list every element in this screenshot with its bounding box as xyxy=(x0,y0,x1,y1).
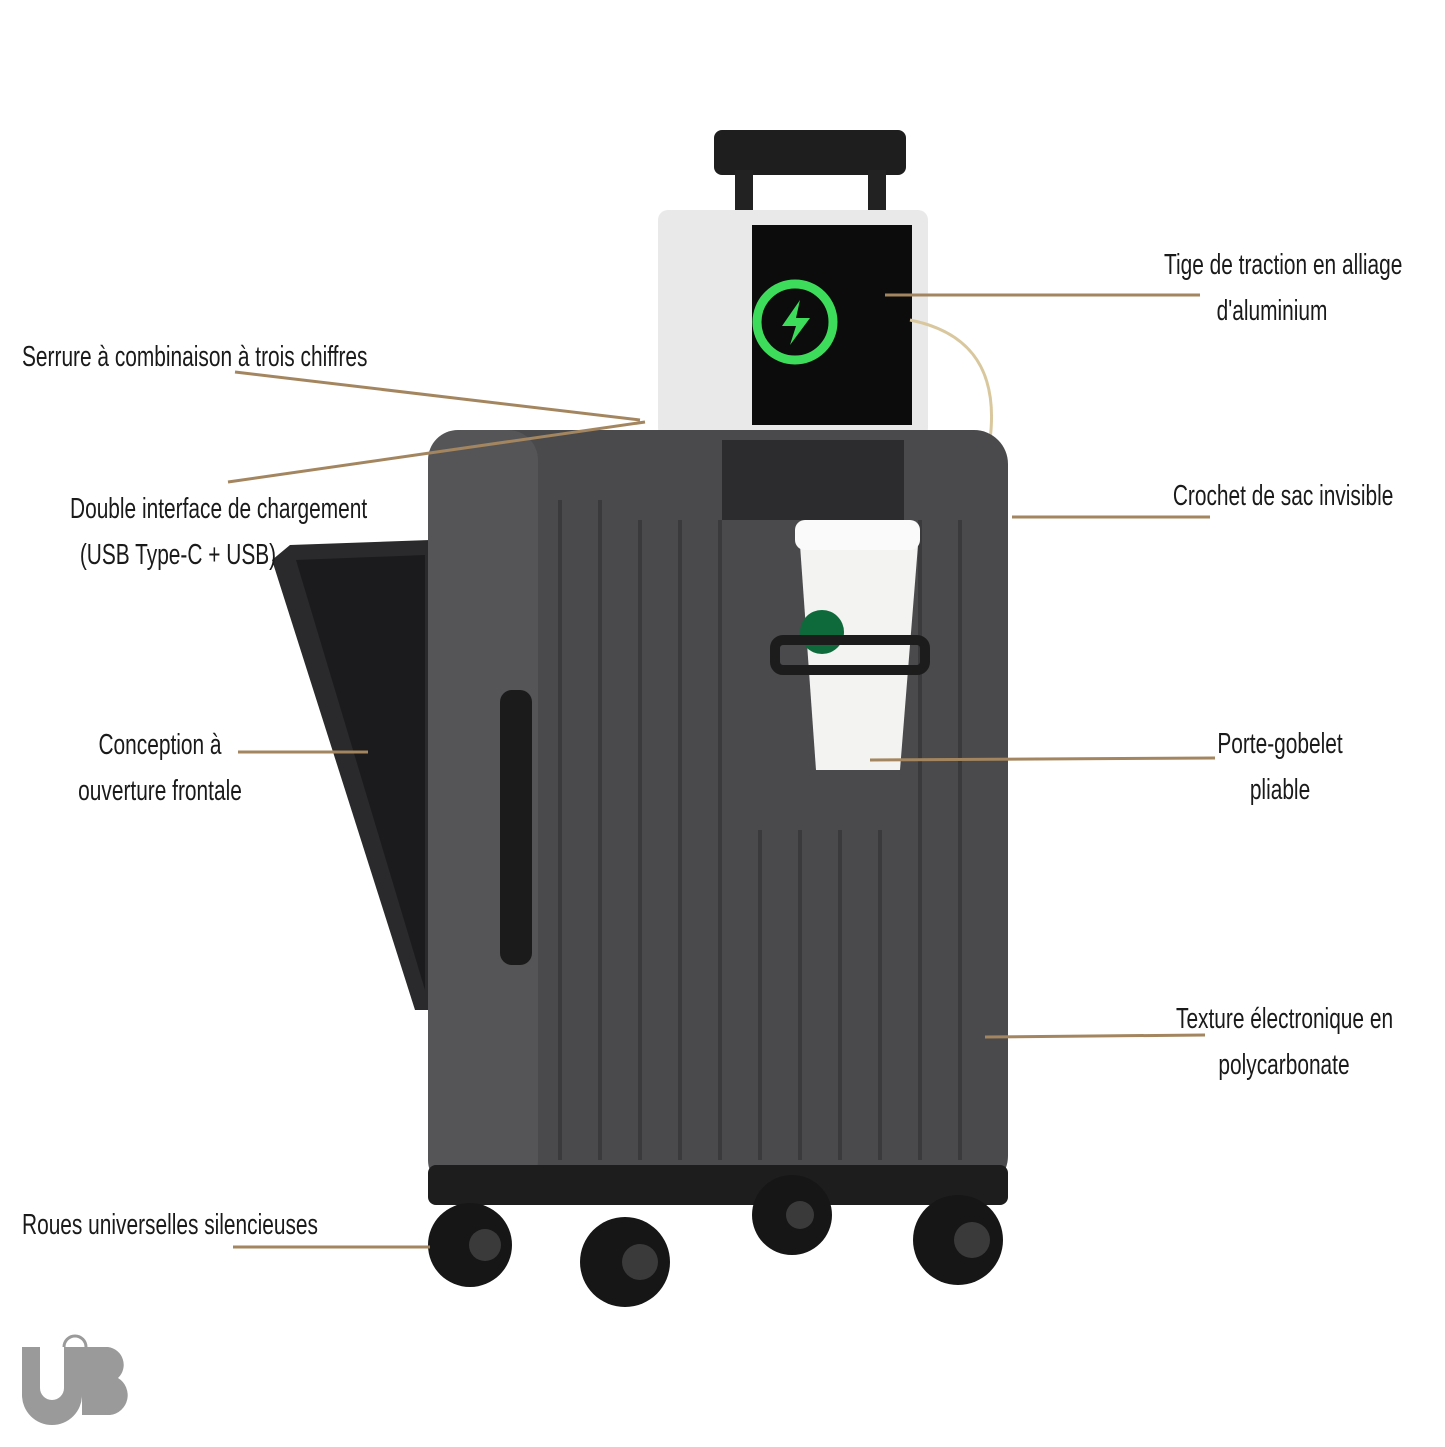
telescopic-handle xyxy=(714,130,906,175)
label-wheels: Roues universelles silencieuses xyxy=(22,1202,318,1248)
label-line: Porte-gobelet xyxy=(1217,728,1343,760)
label-line: Crochet de sac invisible xyxy=(1172,480,1394,512)
cup-holder xyxy=(770,635,930,675)
label-charging-interface: Double interface de chargement (USB Type-… xyxy=(69,486,368,578)
label-line: Double interface de chargement xyxy=(69,493,368,525)
label-line: polycarbonate xyxy=(1218,1049,1350,1081)
side-handle xyxy=(500,690,532,965)
leader-lines xyxy=(227,293,1216,1249)
label-bag-hook: Crochet de sac invisible xyxy=(1172,473,1394,519)
wheels xyxy=(428,1175,1003,1307)
label-handle: Tige de traction en alliage d'aluminium xyxy=(1164,242,1403,334)
label-cup-holder: Porte-gobelet pliable xyxy=(1208,721,1352,813)
label-line: pliable xyxy=(1249,774,1311,806)
label-line: (USB Type-C + USB) xyxy=(79,539,277,571)
label-line: Roues universelles silencieuses xyxy=(22,1209,318,1241)
label-combination-lock: Serrure à combinaison à trois chiffres xyxy=(22,334,367,380)
label-line: d'aluminium xyxy=(1216,295,1328,327)
label-line: ouverture frontale xyxy=(78,775,242,807)
coffee-cup xyxy=(800,545,918,770)
label-line: Texture électronique en xyxy=(1176,1003,1394,1035)
label-line: Serrure à combinaison à trois chiffres xyxy=(22,341,368,373)
brand-logo xyxy=(22,1334,128,1425)
label-front-opening: Conception à ouverture frontale xyxy=(74,722,247,814)
label-line: Conception à xyxy=(98,729,222,761)
label-line: Tige de traction en alliage xyxy=(1164,249,1403,281)
charging-icon xyxy=(752,279,838,365)
label-shell-texture: Texture électronique en polycarbonate xyxy=(1176,996,1394,1088)
